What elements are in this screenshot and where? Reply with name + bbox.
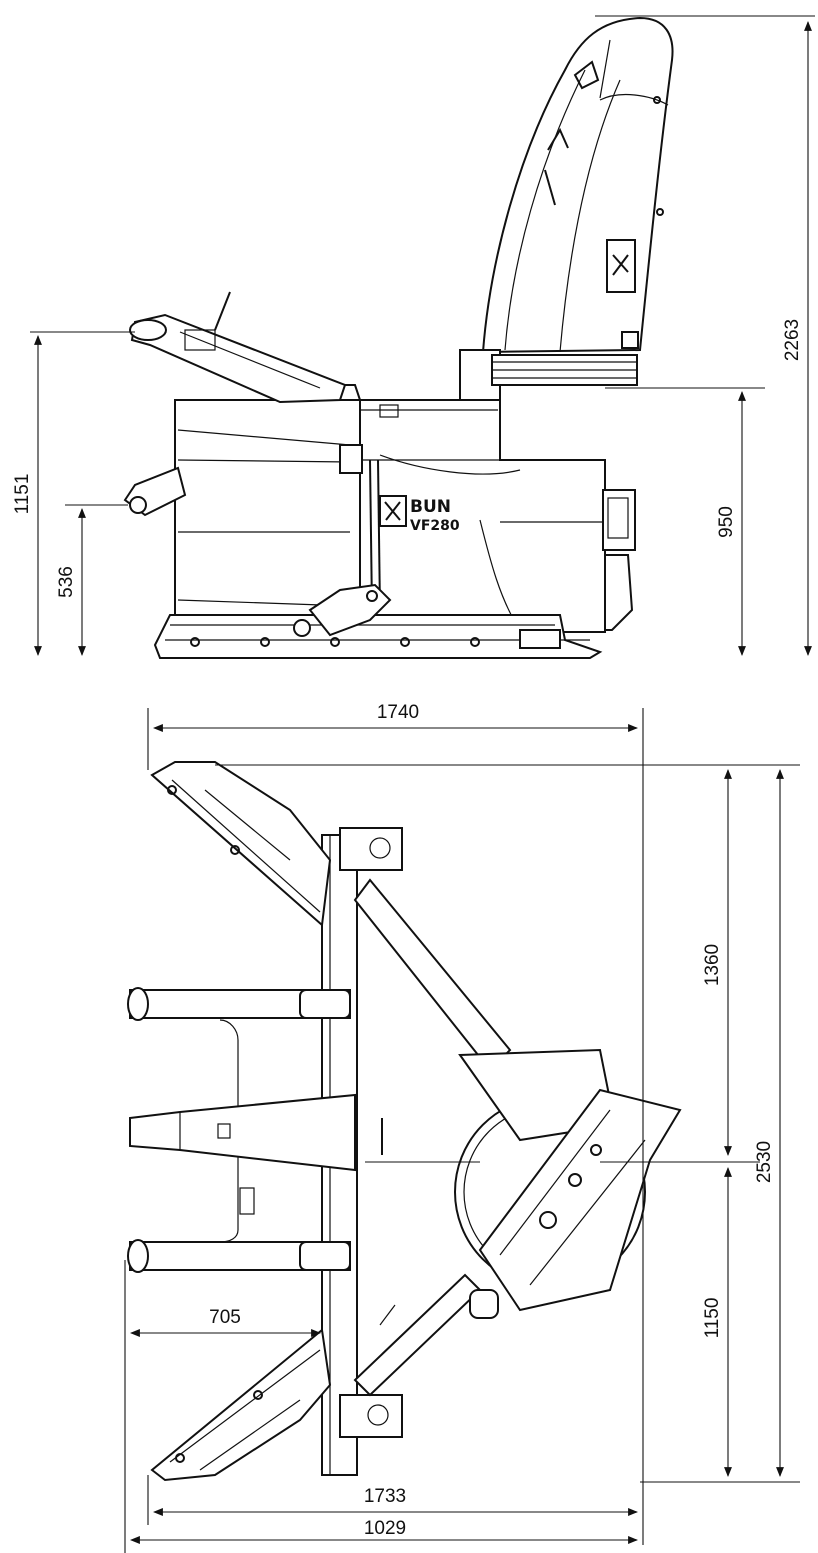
dim-hitch-depth: 705 [209,1307,241,1328]
side-view: BUN VF280 [123,16,674,659]
model-label: VF280 [410,518,460,534]
top-view [127,761,682,1482]
chute-top-view [478,1088,682,1312]
dim-bottom-width: 1733 [364,1486,406,1507]
dim-rear-section: 1150 [702,1298,723,1339]
side-view-dimensions: 2263 950 1151 536 [12,15,815,656]
top-view-dimensions: 1740 1360 1150 2530 705 1733 1029 [124,702,800,1553]
chute-warning-decal [606,239,636,293]
dim-hitch-lower-height: 536 [56,566,77,598]
dim-hitch-top-height: 1151 [12,474,33,515]
upper-auger-arm [150,761,332,928]
lower-auger-arm [150,1328,332,1482]
dim-total-width: 1029 [364,1518,406,1539]
dim-front-section: 1360 [702,944,723,986]
dim-overall-height: 2263 [782,319,803,361]
pto-shaft [129,1093,356,1172]
dim-frame-height: 950 [716,506,737,538]
brand-label: BUN [410,497,451,517]
discharge-chute [481,16,674,354]
dim-overall-length: 2530 [754,1141,775,1183]
dim-top-width: 1740 [377,702,419,723]
chute-arrow-decal [573,60,600,90]
skid-base [153,614,603,659]
